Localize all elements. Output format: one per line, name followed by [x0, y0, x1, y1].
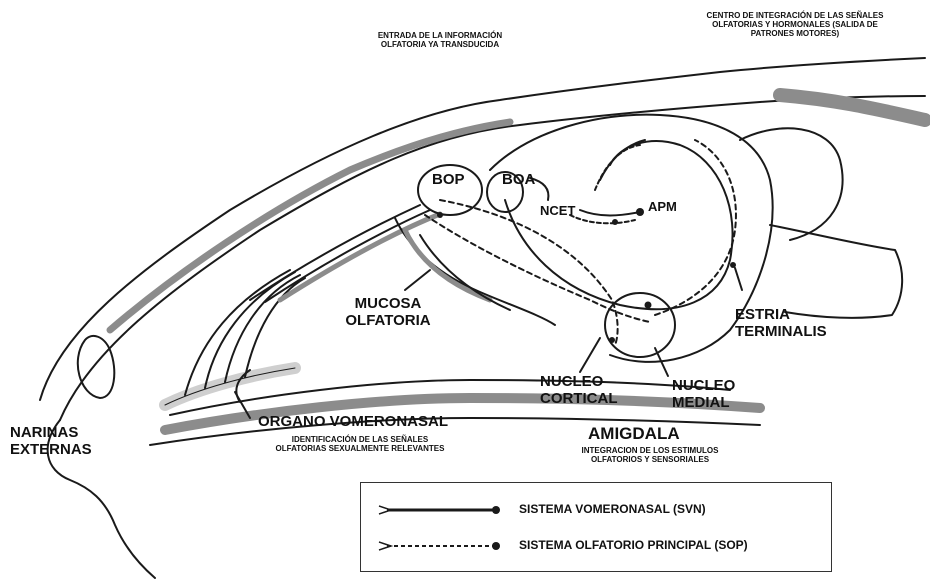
vomeronasal-organ — [165, 368, 295, 405]
septum-gray — [280, 214, 440, 300]
label-boa: BOA — [502, 172, 535, 189]
skull-inner-outline — [60, 96, 925, 420]
dorsal-bone-band — [110, 122, 510, 330]
ncet-node — [612, 219, 618, 225]
label-integracion: INTEGRACION DE LOS ESTIMULOS OLFATORIOS … — [530, 447, 770, 465]
legend-row-svn: SISTEMA VOMERONASAL (SVN) — [369, 499, 819, 521]
dorsal-bone-band-rear — [780, 95, 925, 120]
label-narinas: NARINAS EXTERNAS — [10, 425, 92, 458]
cerebellum — [740, 128, 843, 240]
amygdala — [605, 293, 675, 357]
ncet-apm-link — [580, 210, 640, 216]
label-organo: ORGANO VOMERONASAL — [258, 414, 448, 431]
label-nucleo-cortical: NUCLEO CORTICAL — [540, 374, 618, 407]
brain-outline — [490, 115, 773, 362]
label-entrada: ENTRADA DE LA INFORMACIÓN OLFATORIA YA T… — [360, 32, 520, 50]
svn-line-icon — [375, 499, 505, 521]
label-nucleo-medial: NUCLEO MEDIAL — [672, 378, 735, 411]
label-mucosa: MUCOSA OLFATORIA — [328, 296, 448, 329]
stria-terminalis — [655, 140, 736, 315]
label-estria: ESTRIA TERMINALIS — [735, 307, 827, 340]
label-bop: BOP — [432, 172, 465, 189]
label-ncet: NCET — [540, 204, 575, 218]
label-amigdala: AMIGDALA — [588, 425, 680, 444]
stria-node — [730, 262, 736, 268]
brainstem — [770, 225, 902, 318]
sop-pathway — [425, 215, 650, 322]
amygdala-node-2 — [609, 337, 615, 343]
label-centro: CENTRO DE INTEGRACIÓN DE LAS SEÑALES OLF… — [680, 12, 910, 38]
sop-line-icon — [375, 535, 505, 557]
legend-row-sop: SISTEMA OLFATORIO PRINCIPAL (SOP) — [369, 535, 819, 557]
apm-node — [636, 208, 644, 216]
label-apm: APM — [648, 200, 677, 214]
label-identificacion: IDENTIFICACIÓN DE LAS SEÑALES OLFATORIAS… — [240, 436, 480, 454]
svn-pathway-loop — [505, 141, 733, 309]
bulb-node — [437, 212, 443, 218]
nostril — [78, 336, 115, 398]
legend: SISTEMA VOMERONASAL (SVN) SISTEMA OLFATO… — [360, 482, 832, 572]
mucosa-fold-2 — [405, 230, 490, 300]
amygdala-node-1 — [645, 302, 652, 309]
legend-sop-label: SISTEMA OLFATORIO PRINCIPAL (SOP) — [519, 538, 748, 552]
legend-svn-label: SISTEMA VOMERONASAL (SVN) — [519, 502, 706, 516]
